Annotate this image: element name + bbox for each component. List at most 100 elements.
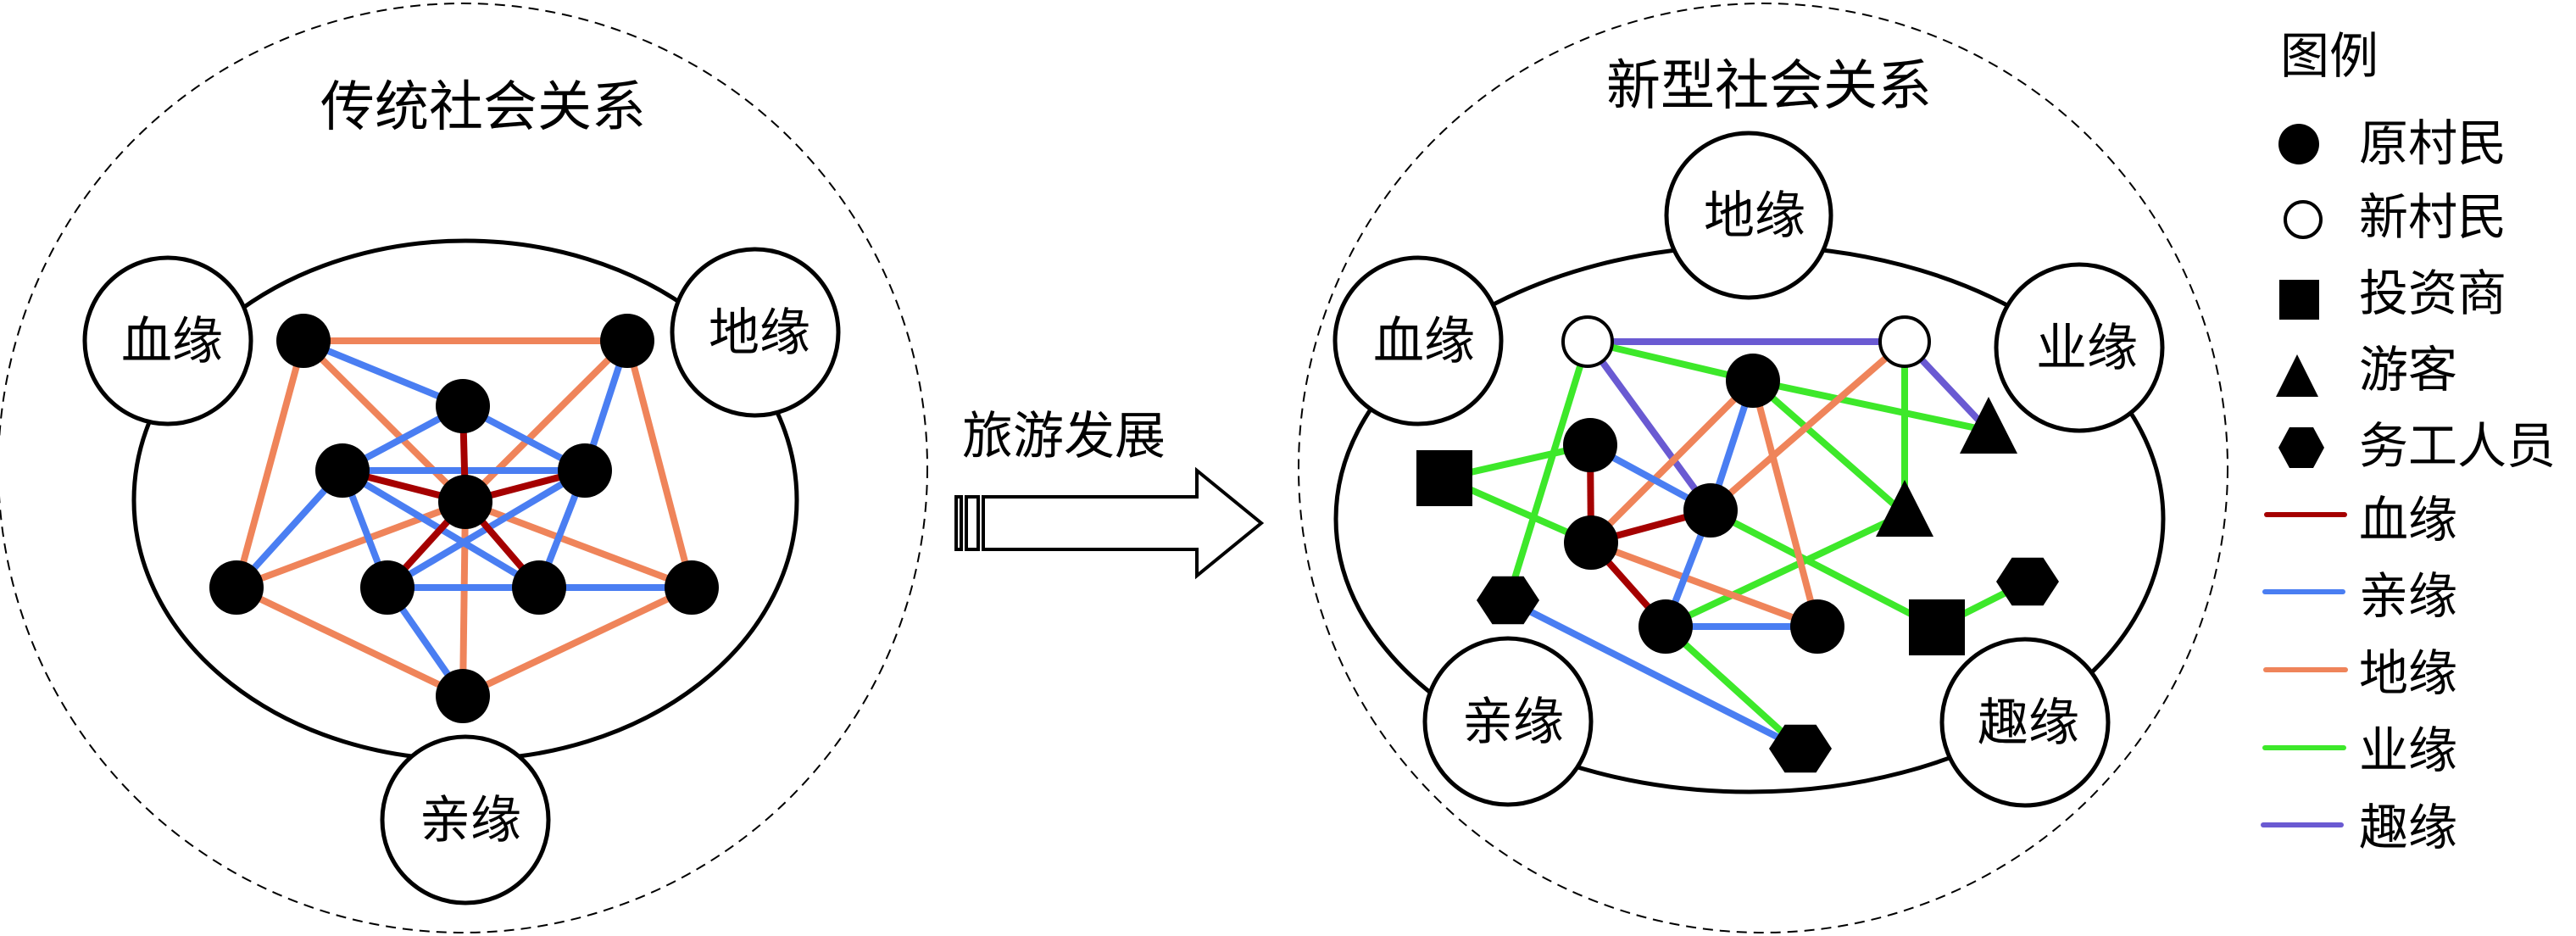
legend-item-interest: 趣缘 <box>2261 799 2457 856</box>
right-node-original-villager-D <box>1639 599 1693 654</box>
right-node-investor-S2 <box>1909 599 1965 655</box>
arrow-icon <box>954 466 1265 580</box>
label-circle <box>670 247 841 418</box>
right-nodes <box>1416 315 2059 773</box>
left-label-geo: 地缘 <box>670 247 841 418</box>
right-edge-geo-N2-C <box>1708 338 1907 514</box>
legend-label: 务工人员 <box>2359 417 2556 475</box>
right-edge-geo-E-B <box>1588 378 1755 545</box>
legend-label: 地缘 <box>2359 644 2457 702</box>
left-node-original-villager-L3 <box>436 379 490 433</box>
traditional-relations-panel: 传统社会关系 血缘 地缘 亲缘 <box>0 3 928 933</box>
left-label-kin: 亲缘 <box>380 734 551 905</box>
right-edge-work-E-T2 <box>1750 377 1907 517</box>
legend-item-investor: 投资商 <box>2279 265 2506 322</box>
left-edge-kin-L1-L3 <box>302 337 465 410</box>
right-node-original-villager-A <box>1563 418 1617 472</box>
left-label-blood: 血缘 <box>82 255 253 426</box>
left-edges <box>233 337 695 699</box>
right-node-original-villager-C <box>1683 483 1738 538</box>
right-edge-work-E-T1 <box>1752 377 1989 434</box>
legend-label: 投资商 <box>2359 265 2506 322</box>
label-circle <box>1939 637 2111 808</box>
legend-label: 趣缘 <box>2359 799 2457 856</box>
label-geo-text: 地缘 <box>1704 187 1805 246</box>
right-node-migrant-worker-H1 <box>1477 576 1539 625</box>
legend-label: 新村民 <box>2359 188 2506 246</box>
label-kin-text: 亲缘 <box>420 791 521 850</box>
left-boundary-circle <box>0 3 928 933</box>
legend-title: 图例 <box>2280 27 2378 85</box>
left-edge-geo-L2-L10 <box>624 339 695 589</box>
right-node-migrant-worker-H2 <box>1996 557 2059 606</box>
left-node-original-villager-L11 <box>436 669 490 723</box>
right-label-work: 业缘 <box>1994 262 2165 433</box>
right-edge-geo-B-F <box>1589 539 1819 630</box>
left-edge-geo-L2-L6 <box>463 338 630 504</box>
right-edge-interest-N1-C <box>1584 339 1714 513</box>
label-circle <box>82 255 253 426</box>
legend-item-new-villager: 新村民 <box>2284 188 2506 246</box>
label-geo-text: 地缘 <box>709 304 810 363</box>
open-circle-icon <box>2284 200 2323 239</box>
right-edge-geo-E-F <box>1750 379 1821 628</box>
right-label-geo: 地缘 <box>1664 131 1833 300</box>
right-node-new-villager-N1 <box>1561 315 1614 368</box>
left-node-original-villager-L6 <box>438 475 492 529</box>
legend-label: 原村民 <box>2359 114 2506 172</box>
right-node-tourist-T1 <box>1960 397 2017 454</box>
label-kin-text: 亲缘 <box>1462 693 1564 752</box>
legend-label: 游客 <box>2359 341 2457 398</box>
right-node-original-villager-B <box>1564 515 1618 570</box>
filled-circle-icon <box>2278 124 2319 164</box>
left-node-original-villager-L7 <box>209 560 264 615</box>
legend-item-migrant-worker: 务工人员 <box>2278 417 2556 475</box>
right-panel-title: 新型社会关系 <box>1606 55 1932 118</box>
label-circle <box>1333 255 1504 426</box>
right-node-new-villager-N2 <box>1878 315 1931 368</box>
legend-label: 业缘 <box>2359 722 2457 779</box>
legend-label: 亲缘 <box>2359 567 2457 625</box>
left-edge-geo-L1-L6 <box>301 338 468 504</box>
right-boundary-circle <box>1298 3 2228 933</box>
left-node-original-villager-L10 <box>665 560 719 615</box>
left-node-original-villager-L9 <box>512 560 566 615</box>
new-relations-panel: 新型社会关系 地缘 血缘 业缘 亲缘 趣缘 <box>1298 3 2228 933</box>
right-label-blood: 血缘 <box>1333 255 1504 426</box>
right-edge-work-N1-H1 <box>1505 340 1591 602</box>
legend-item-original-villager: 原村民 <box>2278 114 2506 172</box>
right-node-original-villager-F <box>1790 599 1844 654</box>
filled-hexagon-icon <box>2278 427 2324 468</box>
left-edge-geo-L1-L7 <box>233 339 307 589</box>
left-edge-geo-L6-L7 <box>235 499 467 591</box>
left-node-original-villager-L1 <box>276 314 331 368</box>
right-label-interest: 趣缘 <box>1939 637 2111 808</box>
label-circle <box>380 734 551 905</box>
left-node-original-villager-L8 <box>360 560 414 615</box>
tourism-development-arrow: 旅游发展 <box>954 407 1265 580</box>
right-edge-work-C-S2 <box>1709 507 1939 631</box>
legend-item-tourist: 游客 <box>2276 341 2457 398</box>
right-edge-work-N1-E <box>1587 338 1754 384</box>
legend-item-geo: 地缘 <box>2263 644 2457 702</box>
filled-square-icon <box>2279 280 2319 320</box>
label-blood-text: 血缘 <box>121 312 223 371</box>
transition-label: 旅游发展 <box>962 407 1166 466</box>
left-nodes <box>209 314 719 723</box>
right-edge-kin-H1-H3 <box>1506 597 1802 752</box>
left-edge-geo-L7-L11 <box>235 584 465 699</box>
label-circle <box>1664 131 1833 300</box>
legend: 图例 原村民 新村民 投资商 游客 务工人员 血缘 <box>2261 27 2556 856</box>
left-edge-geo-L6-L11 <box>459 501 469 697</box>
right-node-investor-S1 <box>1416 450 1472 506</box>
left-panel-title: 传统社会关系 <box>320 76 646 139</box>
label-blood-text: 血缘 <box>1373 312 1475 371</box>
left-node-original-villager-L4 <box>315 443 370 498</box>
right-node-tourist-T2 <box>1876 480 1933 537</box>
right-node-migrant-worker-H3 <box>1769 724 1832 773</box>
legend-label: 血缘 <box>2359 491 2457 549</box>
right-edge-work-D-H3 <box>1663 624 1803 751</box>
legend-relations: 血缘 亲缘 地缘 业缘 趣缘 <box>2261 491 2457 856</box>
right-edge-work-T2-D <box>1664 510 1906 630</box>
left-node-original-villager-L2 <box>600 314 654 368</box>
